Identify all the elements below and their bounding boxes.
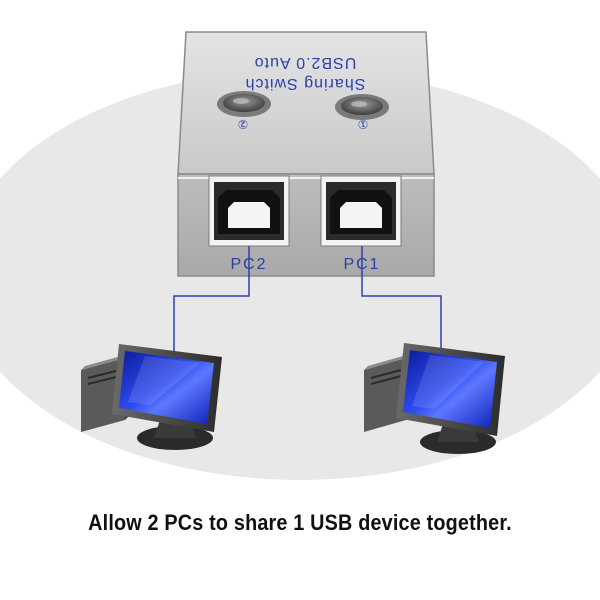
computer-right-tower — [364, 354, 410, 432]
device-top-face — [177, 31, 435, 175]
button-1-mark: ① — [358, 117, 369, 131]
computer-left-screen — [119, 351, 214, 424]
usb-port-pc1 — [320, 175, 402, 247]
computer-left-monitor — [112, 344, 222, 450]
port-label-pc1: PC1 — [343, 256, 380, 273]
switch-button-2[interactable] — [217, 91, 271, 117]
device-title-line1: USB2.0 Auto — [254, 54, 357, 71]
switch-button-1[interactable] — [335, 94, 389, 120]
device-title-line2: Sharing Switch — [245, 75, 366, 92]
cable-pc2 — [173, 246, 250, 354]
port-label-pc2: PC2 — [230, 256, 267, 273]
caption: Allow 2 PCs to share 1 USB device togeth… — [88, 510, 512, 535]
computer-right-monitor — [396, 343, 505, 454]
computer-right-screen — [403, 350, 497, 428]
button-2-mark: ② — [238, 117, 249, 131]
usb-switch-device: USB2.0 Auto Sharing Switch ② ① — [177, 31, 435, 277]
cable-pc1 — [361, 246, 442, 354]
computer-left — [81, 344, 222, 450]
usb-port-pc2 — [208, 175, 290, 247]
device-title: USB2.0 Auto Sharing Switch — [245, 54, 366, 92]
computer-right — [364, 343, 505, 454]
